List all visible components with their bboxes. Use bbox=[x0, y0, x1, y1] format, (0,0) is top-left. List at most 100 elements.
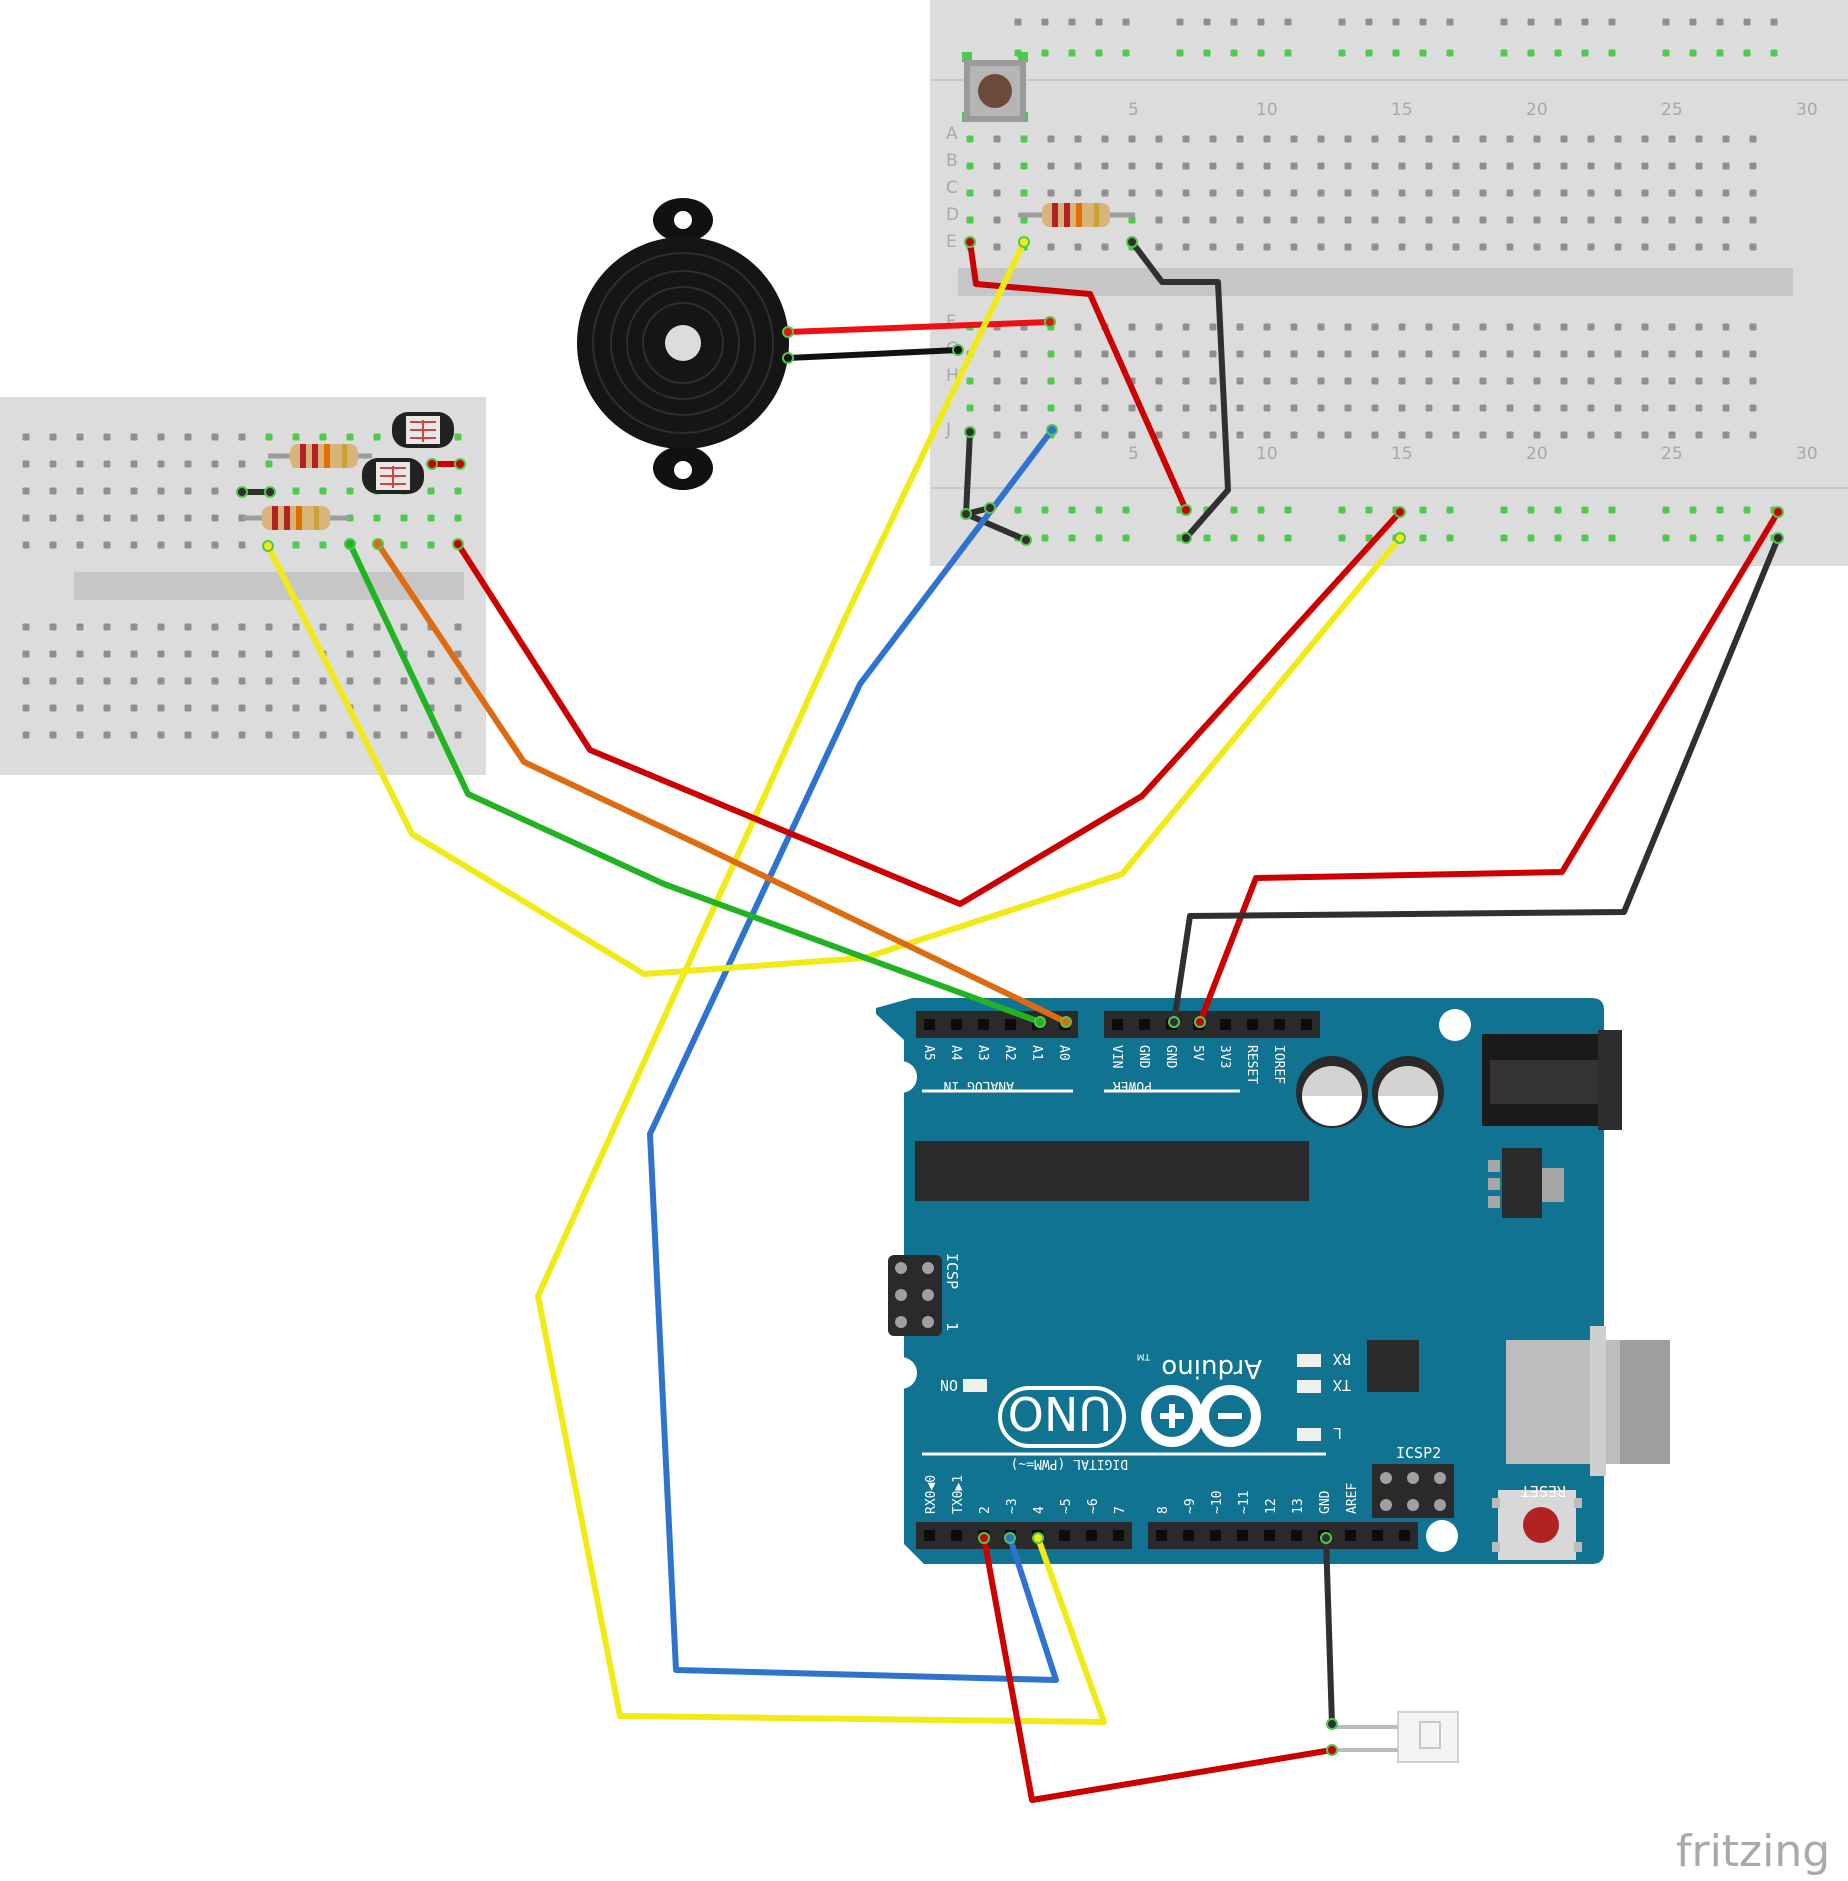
pin-label: ~6 bbox=[1086, 1498, 1101, 1514]
breadboard-hole bbox=[1506, 135, 1514, 143]
breadboard-hole bbox=[1398, 135, 1406, 143]
wire-endpoint bbox=[964, 236, 976, 248]
row-label: D bbox=[946, 205, 959, 225]
breadboard-hole bbox=[1425, 243, 1433, 251]
breadboard-hole bbox=[1398, 350, 1406, 358]
breadboard-hole bbox=[1668, 135, 1676, 143]
breadboard-hole bbox=[1236, 135, 1244, 143]
rail-hole bbox=[1338, 506, 1346, 514]
rail-hole bbox=[1554, 49, 1562, 57]
breadboard-hole bbox=[1020, 162, 1028, 170]
rail-hole bbox=[1041, 506, 1049, 514]
breadboard-hole bbox=[1209, 243, 1217, 251]
breadboard-hole bbox=[1344, 162, 1352, 170]
breadboard-hole bbox=[1533, 377, 1541, 385]
wire-endpoint bbox=[984, 502, 996, 514]
wire-endpoint bbox=[978, 1532, 990, 1544]
breadboard-hole bbox=[76, 541, 84, 549]
column-label: 10 bbox=[1256, 100, 1278, 120]
breadboard-hole bbox=[1479, 323, 1487, 331]
breadboard-column-numbers-bottom: 5 10 15 20 25 30 bbox=[1128, 444, 1818, 464]
tx-led bbox=[1297, 1380, 1321, 1393]
breadboard-hole bbox=[76, 433, 84, 441]
header-pin bbox=[1059, 1530, 1070, 1541]
mounting-hole bbox=[1426, 1520, 1458, 1552]
uno-badge bbox=[998, 1386, 1126, 1448]
breadboard-hole bbox=[346, 650, 354, 658]
pin-label: ~5 bbox=[1059, 1498, 1074, 1514]
breadboard-hole bbox=[1668, 216, 1676, 224]
breadboard-hole bbox=[1479, 404, 1487, 412]
breadboard-hole bbox=[1101, 135, 1109, 143]
breadboard-hole bbox=[1425, 323, 1433, 331]
breadboard-hole bbox=[1317, 350, 1325, 358]
breadboard-hole bbox=[1587, 135, 1595, 143]
breadboard-hole bbox=[1101, 162, 1109, 170]
breadboard-hole bbox=[1641, 404, 1649, 412]
breadboard-hole bbox=[400, 541, 408, 549]
breadboard-hole bbox=[76, 623, 84, 631]
breadboard-hole bbox=[1020, 216, 1028, 224]
breadboard-hole bbox=[966, 162, 974, 170]
wire-endpoint bbox=[782, 352, 794, 364]
breadboard-hole bbox=[1452, 404, 1460, 412]
rail-hole bbox=[1662, 534, 1670, 542]
push-button bbox=[962, 52, 1028, 122]
breadboard-hole bbox=[1074, 243, 1082, 251]
header-pin bbox=[1086, 1530, 1097, 1541]
breadboard-hole bbox=[1101, 404, 1109, 412]
breadboard-hole bbox=[1722, 350, 1730, 358]
breadboard-hole bbox=[1749, 216, 1757, 224]
breadboard-hole bbox=[1182, 323, 1190, 331]
breadboard-hole bbox=[1749, 189, 1757, 197]
breadboard-hole bbox=[1479, 243, 1487, 251]
rail-hole bbox=[1338, 49, 1346, 57]
breadboard-hole bbox=[319, 541, 327, 549]
breadboard-hole bbox=[1263, 431, 1271, 439]
breadboard-hole bbox=[1344, 189, 1352, 197]
trademark: TM bbox=[1137, 1351, 1151, 1361]
breadboard-hole bbox=[1155, 162, 1163, 170]
rx-led bbox=[1297, 1354, 1321, 1367]
wire-endpoint bbox=[454, 458, 466, 470]
breadboard-hole bbox=[265, 433, 273, 441]
rail-hole bbox=[1203, 49, 1211, 57]
wire-endpoint bbox=[344, 538, 356, 550]
breadboard-hole bbox=[130, 460, 138, 468]
breadboard-hole bbox=[1074, 162, 1082, 170]
breadboard-hole bbox=[1533, 243, 1541, 251]
breadboard-hole bbox=[130, 650, 138, 658]
rail-hole bbox=[1257, 534, 1265, 542]
breadboard-hole bbox=[184, 460, 192, 468]
rail-hole bbox=[1122, 49, 1130, 57]
breadboard-hole bbox=[993, 377, 1001, 385]
rail-hole bbox=[1608, 18, 1616, 26]
pin-label: RX0◀0 bbox=[924, 1475, 939, 1514]
resistor-2 bbox=[268, 444, 372, 468]
breadboard-hole bbox=[211, 623, 219, 631]
rail-hole bbox=[1203, 534, 1211, 542]
reset-button[interactable]: RESET bbox=[1492, 1482, 1582, 1560]
pin-label: 5V bbox=[1190, 1045, 1205, 1061]
breadboard-hole bbox=[1290, 431, 1298, 439]
breadboard-hole bbox=[49, 677, 57, 685]
rx-label: RX bbox=[1333, 1350, 1351, 1368]
header-pin bbox=[1139, 1019, 1150, 1030]
reset-button-cap[interactable] bbox=[1523, 1507, 1559, 1543]
pin-label: 12 bbox=[1264, 1498, 1279, 1514]
breadboard-hole bbox=[1560, 216, 1568, 224]
icsp-pin1-label: 1 bbox=[943, 1322, 961, 1331]
rail-hole bbox=[1770, 18, 1778, 26]
breadboard-hole bbox=[49, 731, 57, 739]
breadboard-hole bbox=[292, 704, 300, 712]
capacitor bbox=[1296, 1056, 1368, 1128]
pin-label: GND bbox=[1136, 1045, 1151, 1069]
rail-hole bbox=[1014, 18, 1022, 26]
column-label: 15 bbox=[1391, 100, 1413, 120]
rail-hole bbox=[1095, 534, 1103, 542]
breadboard-hole bbox=[1263, 135, 1271, 143]
breadboard-hole bbox=[76, 704, 84, 712]
rail-hole bbox=[1446, 18, 1454, 26]
rail-hole bbox=[1743, 49, 1751, 57]
breadboard-hole bbox=[1560, 431, 1568, 439]
